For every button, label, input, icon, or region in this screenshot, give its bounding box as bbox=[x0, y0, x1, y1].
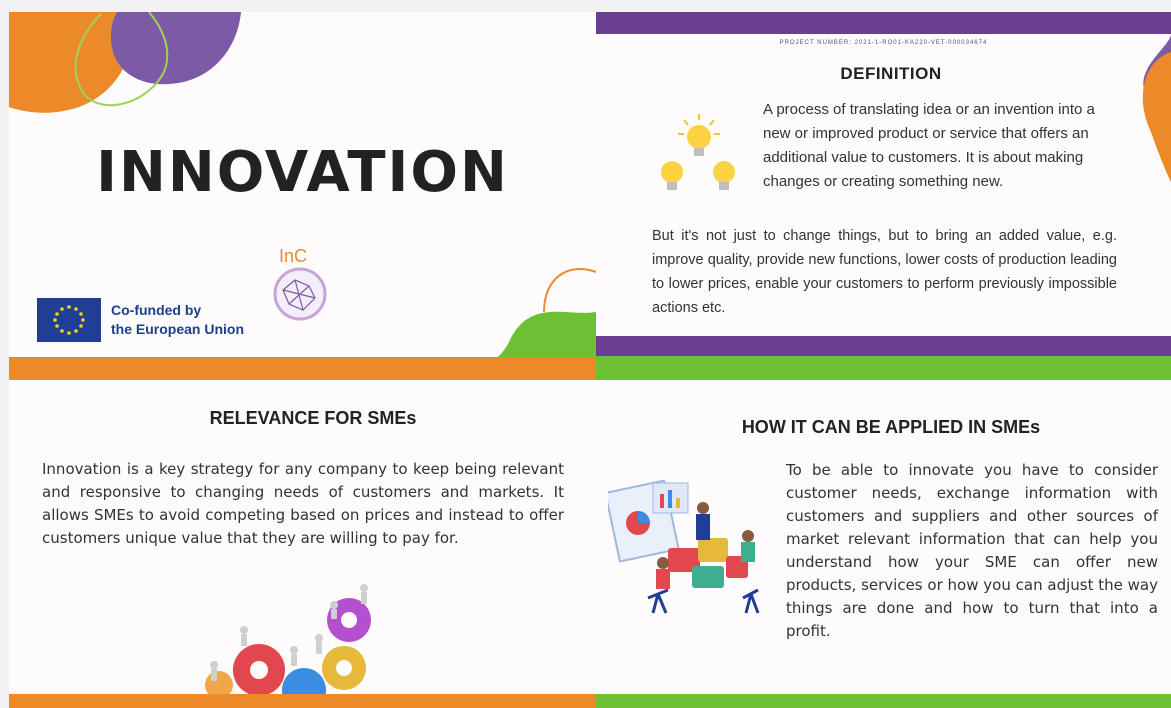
eu-line-1: Co-funded by bbox=[111, 302, 202, 318]
slide-innovation-title: INNOVATION InC Co-funded by the European… bbox=[9, 12, 596, 380]
gears-people-illustration bbox=[205, 584, 371, 694]
slide-application: HOW IT CAN BE APPLIED IN SMEs To be able… bbox=[596, 380, 1171, 708]
relevance-paragraph: Innovation is a key strategy for any com… bbox=[42, 460, 564, 547]
section-heading: RELEVANCE FOR SMEs bbox=[209, 408, 417, 428]
purple-header-bar bbox=[596, 12, 1171, 34]
project-number: PROJECT NUMBER: 2021-1-RO01-KA220-VET-00… bbox=[779, 40, 988, 46]
green-footer-bar bbox=[596, 356, 1171, 380]
application-paragraph: To be able to innovate you have to consi… bbox=[786, 461, 1158, 640]
section-heading: DEFINITION bbox=[840, 64, 942, 83]
slide-relevance: RELEVANCE FOR SMEs Innovation is a key s… bbox=[9, 380, 596, 708]
decorative-corner-blobs bbox=[1142, 34, 1171, 182]
slide-definition: PROJECT NUMBER: 2021-1-RO01-KA220-VET-00… bbox=[596, 12, 1171, 380]
slide-title: INNOVATION bbox=[96, 140, 509, 205]
inc-logo: InC bbox=[273, 246, 327, 321]
team-puzzle-illustration bbox=[608, 479, 760, 614]
orange-footer-bar bbox=[9, 357, 596, 380]
eu-cofunded-label: Co-funded by the European Union bbox=[111, 301, 244, 339]
section-heading: HOW IT CAN BE APPLIED IN SMEs bbox=[741, 417, 1041, 437]
eu-line-2: the European Union bbox=[111, 321, 244, 337]
definition-paragraph: A process of translating idea or an inve… bbox=[763, 101, 1095, 190]
green-footer-bar bbox=[596, 694, 1171, 708]
inc-logo-text: InC bbox=[279, 246, 307, 266]
orange-footer-bar bbox=[9, 694, 596, 708]
lightbulb-icon bbox=[661, 114, 735, 190]
purple-footer-bar bbox=[596, 336, 1171, 356]
added-value-paragraph: But it's not just to change things, but … bbox=[652, 228, 1117, 316]
eu-flag-icon bbox=[37, 298, 101, 342]
